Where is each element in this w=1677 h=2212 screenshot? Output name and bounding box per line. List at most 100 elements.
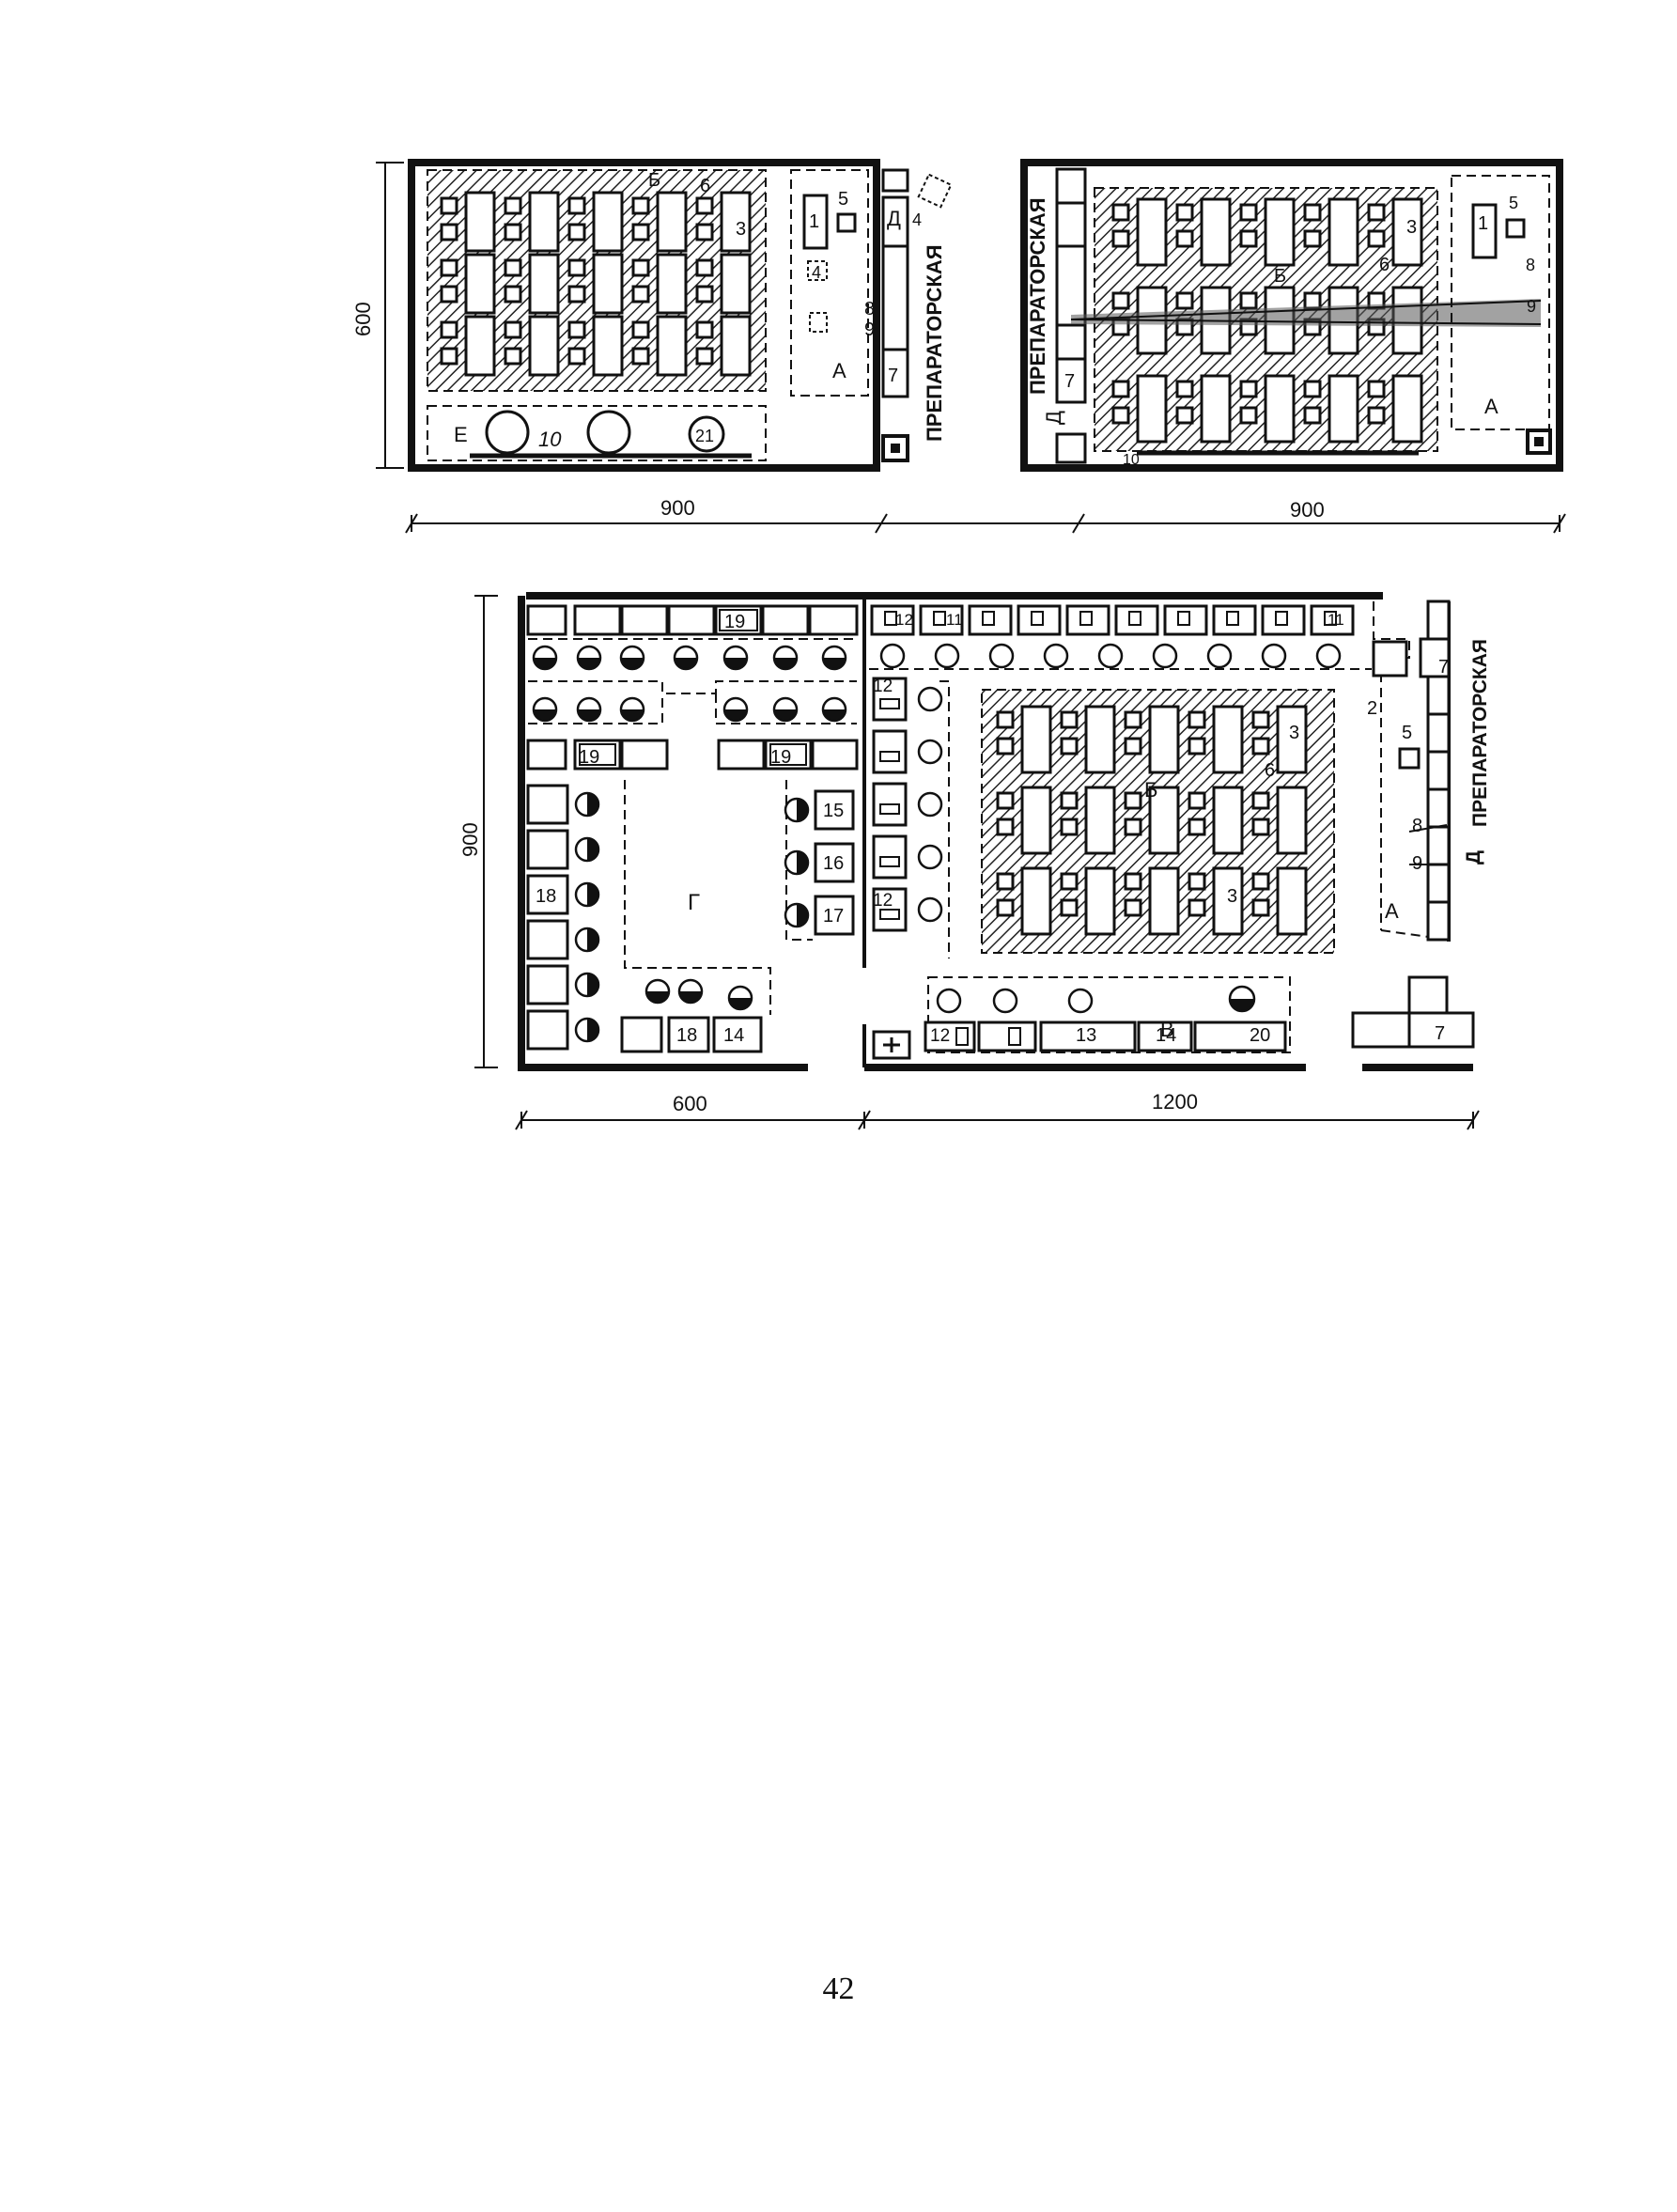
sink-symbol-icon — [644, 978, 671, 1005]
student-desk — [592, 315, 624, 377]
student-desk — [1148, 705, 1180, 774]
stool-icon — [992, 988, 1018, 1014]
student-chair — [1251, 737, 1270, 756]
sink-symbol-icon — [576, 645, 602, 671]
stool-icon — [1067, 988, 1094, 1014]
item-number: 14 — [723, 1025, 744, 1046]
bench-cabinet — [955, 1027, 969, 1046]
cabinet — [1426, 825, 1451, 866]
student-chair — [1303, 291, 1322, 310]
stool-icon — [917, 739, 943, 765]
sink-symbol-icon — [1228, 985, 1256, 1013]
student-chair — [1111, 380, 1130, 398]
round-table — [485, 410, 530, 455]
cabinet — [717, 739, 766, 771]
cabinet — [881, 195, 909, 248]
item-number: 19 — [770, 747, 791, 768]
zone-label: А — [832, 359, 846, 382]
cabinet — [1426, 750, 1451, 791]
student-desk — [528, 315, 560, 377]
station-column — [872, 677, 943, 932]
zone-boundary — [528, 693, 663, 724]
item-number: 3 — [1227, 886, 1237, 907]
student-chair — [504, 223, 522, 241]
sink-symbol-icon — [722, 696, 749, 723]
student-chair — [1124, 710, 1142, 729]
lab-station — [879, 698, 900, 709]
student-desk — [464, 191, 496, 253]
student-chair — [1188, 818, 1206, 836]
student-chair — [1188, 710, 1206, 729]
cabinet — [620, 1016, 663, 1053]
item-number: 3 — [1406, 217, 1417, 238]
student-chair — [1124, 818, 1142, 836]
stool-icon — [1315, 643, 1342, 669]
item-number: 4 — [812, 263, 821, 282]
cabinet-door — [884, 611, 897, 626]
room-wall — [408, 159, 880, 472]
zone-label: Д — [887, 207, 901, 230]
student-chair — [504, 258, 522, 277]
page-number: 42 — [822, 1971, 855, 2006]
student-chair — [1239, 229, 1258, 248]
student-desk — [1084, 786, 1116, 855]
cabinet — [526, 919, 569, 960]
item-number: 6 — [700, 176, 710, 196]
zone-label: Д — [1042, 411, 1065, 425]
student-desk — [1200, 374, 1232, 444]
student-chair — [1111, 203, 1130, 222]
dimension-tick — [875, 513, 888, 534]
student-chair — [1060, 898, 1079, 917]
item-number: 7 — [1435, 1023, 1445, 1044]
student-desk — [1276, 705, 1308, 774]
student-chair — [1124, 872, 1142, 891]
zone-boundary — [528, 680, 857, 694]
student-chair — [631, 320, 650, 339]
student-chair — [631, 196, 650, 215]
cabinet — [667, 1016, 710, 1053]
student-chair — [1060, 872, 1079, 891]
item-number: 12 — [930, 1026, 950, 1046]
student-chair — [1367, 380, 1386, 398]
cabinet — [526, 1009, 569, 1051]
item-number: 11 — [946, 611, 963, 629]
cabinet — [620, 739, 669, 771]
student-chair — [1175, 203, 1194, 222]
student-chair — [1175, 406, 1194, 425]
item-number: 10 — [538, 428, 562, 451]
student-desk — [656, 191, 688, 253]
zone-label: А — [1385, 899, 1399, 923]
zone-a-area — [1451, 175, 1550, 430]
dimension-label: 900 — [1290, 498, 1325, 522]
student-chair — [1251, 898, 1270, 917]
student-chair — [1239, 291, 1258, 310]
cabinet — [526, 829, 569, 870]
student-chair — [504, 285, 522, 304]
student-chair — [1124, 791, 1142, 810]
item-number: 6 — [1379, 255, 1390, 275]
student-chair — [631, 347, 650, 366]
student-desk — [720, 191, 752, 253]
cabinet — [719, 609, 758, 631]
student-chair — [1111, 291, 1130, 310]
sink-symbol-icon — [673, 645, 699, 671]
student-chair — [695, 196, 714, 215]
cabinet-door — [1128, 611, 1141, 626]
zone-label: В — [1160, 1018, 1174, 1041]
cabinet — [573, 604, 622, 636]
student-chair — [695, 258, 714, 277]
cabinet-row — [870, 604, 1355, 636]
zone-a-area — [1373, 601, 1410, 930]
student-chair — [504, 320, 522, 339]
student-chair — [567, 285, 586, 304]
item-number: 21 — [695, 427, 714, 445]
student-chair — [1188, 898, 1206, 917]
cabinet — [1426, 712, 1451, 754]
student-desk — [1148, 786, 1180, 855]
cabinet — [811, 739, 859, 771]
zone-boundary — [939, 680, 950, 958]
room-wall — [518, 596, 808, 1071]
desk-grid — [996, 705, 1308, 936]
student-chair — [1303, 203, 1322, 222]
student-chair — [1060, 791, 1079, 810]
